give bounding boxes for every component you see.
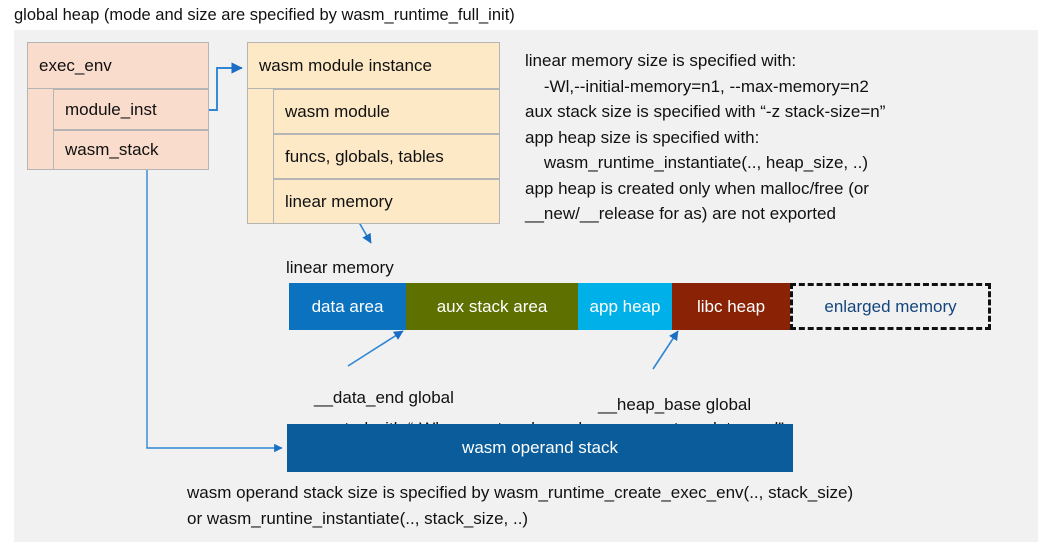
operand-stack-label: wasm operand stack: [462, 438, 618, 457]
linear-memory-caption: linear memory: [286, 258, 394, 277]
module-instance-field-linear-memory: linear memory: [273, 179, 500, 224]
operand-stack-bar: wasm operand stack: [287, 424, 793, 472]
exec-env-header-label: exec_env: [39, 55, 112, 75]
exec-env-field-wasm-stack-label: wasm_stack: [65, 140, 159, 159]
page-title: global heap (mode and size are specified…: [14, 6, 515, 24]
diagram-canvas: exec_env module_inst wasm_stack wasm mod…: [14, 30, 1038, 542]
exec-env-field-wasm-stack: wasm_stack: [53, 130, 209, 170]
segment-libc-heap: libc heap: [672, 283, 790, 330]
exec-env-header: exec_env: [27, 42, 209, 89]
segment-data-area-label: data area: [311, 296, 384, 316]
segment-app-heap-label: app heap: [589, 296, 661, 316]
segment-data-area: data area: [289, 283, 406, 330]
connector-heap-base: [652, 330, 679, 370]
segment-libc-heap-label: libc heap: [696, 296, 766, 316]
memory-notes: linear memory size is specified with: -W…: [525, 51, 886, 223]
annotation-heap-base: __heap_base global: [598, 395, 752, 414]
module-instance-header-label: wasm module instance: [259, 55, 432, 75]
module-instance-field-funcs-globals-tables-label: funcs, globals, tables: [285, 146, 444, 166]
connector-wasm-stack: [146, 170, 283, 453]
annotation-data-end: __data_end global: [314, 388, 454, 407]
operand-stack-note: wasm operand stack size is specified by …: [187, 483, 854, 528]
module-instance-field-funcs-globals-tables: funcs, globals, tables: [273, 134, 500, 179]
exec-env-field-module-inst: module_inst: [53, 89, 209, 130]
segment-enlarged-memory-label: enlarged memory: [824, 296, 957, 316]
segment-aux-stack-area-label: aux stack area: [436, 296, 548, 316]
exec-env-field-module-inst-label: module_inst: [65, 99, 157, 119]
segment-app-heap: app heap: [578, 283, 672, 330]
module-instance-field-linear-memory-label: linear memory: [285, 191, 393, 211]
connector-data-end: [347, 330, 404, 367]
segment-aux-stack-area: aux stack area: [406, 283, 578, 330]
module-instance-field-wasm-module-label: wasm module: [285, 101, 390, 121]
module-instance-field-wasm-module: wasm module: [273, 89, 500, 134]
module-instance-header: wasm module instance: [247, 42, 500, 89]
segment-enlarged-memory: enlarged memory: [790, 283, 991, 330]
